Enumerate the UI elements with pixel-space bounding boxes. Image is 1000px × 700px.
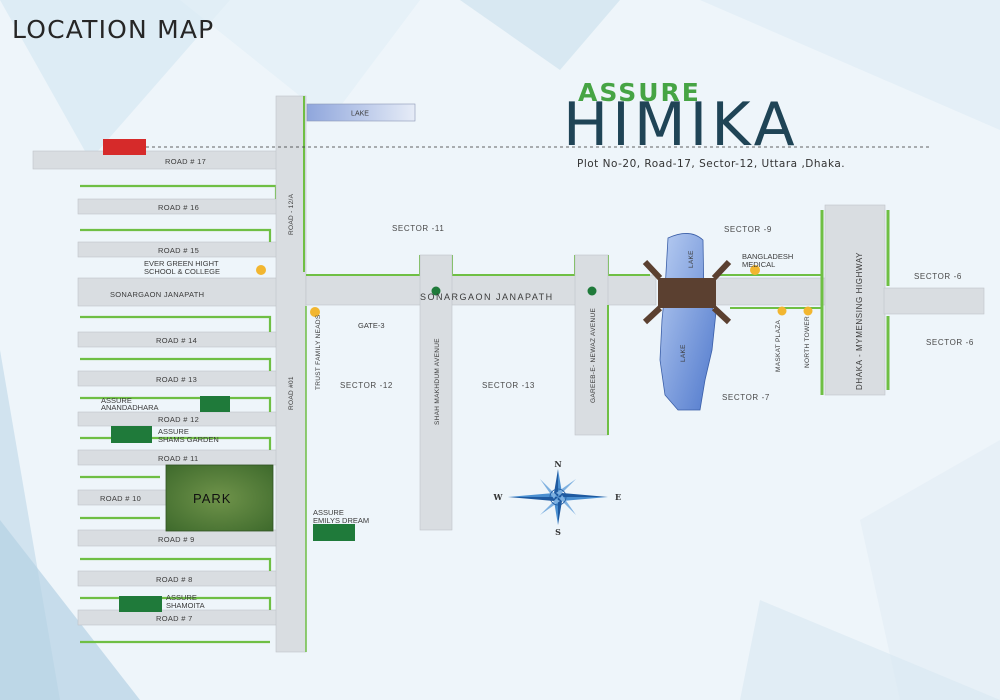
- label-sector-6b: SECTOR -6: [926, 338, 974, 347]
- label-road-17: ROAD # 17: [165, 157, 206, 166]
- label-road-9: ROAD # 9: [158, 535, 195, 544]
- label-shams-2: SHAMS GARDEN: [158, 435, 219, 444]
- brand-line2: HIMIKA: [563, 90, 799, 160]
- label-road-12a: ROAD - 12/A: [288, 193, 295, 235]
- dot-maskat-plaza: [777, 306, 787, 316]
- compass-e: E: [615, 492, 621, 502]
- label-road-11: ROAD # 11: [158, 454, 199, 463]
- label-lake-lower: LAKE: [680, 344, 687, 362]
- label-road-16: ROAD # 16: [158, 203, 199, 212]
- site-marker-himika: [103, 139, 146, 155]
- label-road-13: ROAD # 13: [156, 375, 197, 384]
- label-bangladesh-2: MEDICAL: [742, 260, 775, 269]
- dot-trust: [310, 307, 320, 317]
- marker-anandadhara: [200, 396, 230, 412]
- road-highway: [820, 204, 985, 396]
- label-sonargaon-main: SONARGAON JANAPATH: [420, 292, 554, 302]
- park: [165, 464, 274, 532]
- label-trust: TRUST FAMILY NEADS: [315, 314, 322, 390]
- label-gareeb: GAREEB-E- NEWAZ AVENUE: [590, 308, 597, 403]
- label-road-01: ROAD #01: [288, 376, 295, 410]
- label-anandadhara-1: ASSURE: [101, 396, 132, 405]
- marker-shams-garden: [111, 426, 152, 443]
- dot-evergreen: [256, 265, 266, 275]
- dot-gareeb: [587, 286, 597, 296]
- compass-s: S: [555, 527, 561, 537]
- label-evergreen-1: EVER GREEN HIGHT: [144, 259, 219, 268]
- lake-vertical: [659, 233, 717, 411]
- road-gareeb-newaz: [574, 254, 609, 436]
- dot-bangladesh-medical: [750, 265, 760, 275]
- label-sector-13: SECTOR -13: [482, 381, 535, 390]
- label-lake-upper: LAKE: [688, 250, 695, 268]
- label-anandadhara-2: ANANDADHARA: [101, 403, 159, 412]
- road-sonargaon-left: [77, 277, 289, 307]
- brand-address: Plot No-20, Road-17, Sector-12, Uttara ,…: [577, 158, 845, 170]
- label-bangladesh-1: BANGLADESH: [742, 252, 793, 261]
- label-emily-1: ASSURE: [313, 508, 344, 517]
- label-road-12: ROAD # 12: [158, 415, 199, 424]
- lake-top: [306, 103, 416, 122]
- map-title: LOCATION MAP: [12, 15, 214, 44]
- label-sector-9: SECTOR -9: [724, 225, 772, 234]
- dot-north-tower: [803, 306, 813, 316]
- label-road-8: ROAD # 8: [156, 575, 193, 584]
- road-east-segment: [714, 274, 826, 309]
- label-road-14: ROAD # 14: [156, 336, 197, 345]
- label-road-10: ROAD # 10: [100, 494, 141, 503]
- label-sector-7: SECTOR -7: [722, 393, 770, 402]
- brand-line1: ASSURE: [578, 78, 701, 107]
- label-shamoita-2: SHAMOITA: [166, 601, 205, 610]
- compass-star-icon: [508, 469, 608, 525]
- road-shah-makhdum: [419, 254, 453, 531]
- label-sonargaon-left: SONARGAON JANAPATH: [110, 290, 204, 299]
- marker-shamoita: [119, 596, 162, 612]
- label-sector-6a: SECTOR -6: [914, 272, 962, 281]
- label-shah-makhdum: SHAH MAKHDUM AVENUE: [434, 338, 441, 425]
- marker-emilys-dream: [313, 524, 355, 541]
- label-sector-11: SECTOR -11: [392, 224, 444, 233]
- label-road-15: ROAD # 15: [158, 246, 199, 255]
- road-network: [32, 95, 985, 653]
- road-17: [32, 150, 278, 170]
- compass-w: W: [493, 492, 504, 502]
- label-evergreen-2: SCHOOL & COLLEGE: [144, 267, 220, 276]
- label-highway: DHAKA - MYMENSING HIGHWAY: [855, 252, 864, 390]
- label-maskat: MASKAT PLAZA: [775, 320, 782, 372]
- label-park: PARK: [193, 491, 231, 506]
- lake-top-label: LAKE: [351, 111, 369, 118]
- label-north-tower: NORTH TOWER: [804, 316, 811, 368]
- label-road-7: ROAD # 7: [156, 614, 193, 623]
- label-shamoita-1: ASSURE: [166, 593, 197, 602]
- label-gate-3: GATE-3: [358, 321, 385, 330]
- label-sector-12: SECTOR -12: [340, 381, 393, 390]
- lake-junction: [658, 278, 716, 308]
- road-12a-vertical: [275, 95, 307, 653]
- dot-shah-makhdum: [431, 286, 441, 296]
- junction-ramps: [642, 259, 732, 325]
- label-emily-2: EMILYS DREAM: [313, 516, 369, 525]
- compass-rose: N S E W: [493, 459, 622, 537]
- label-shams-1: ASSURE: [158, 427, 189, 436]
- compass-n: N: [554, 459, 561, 469]
